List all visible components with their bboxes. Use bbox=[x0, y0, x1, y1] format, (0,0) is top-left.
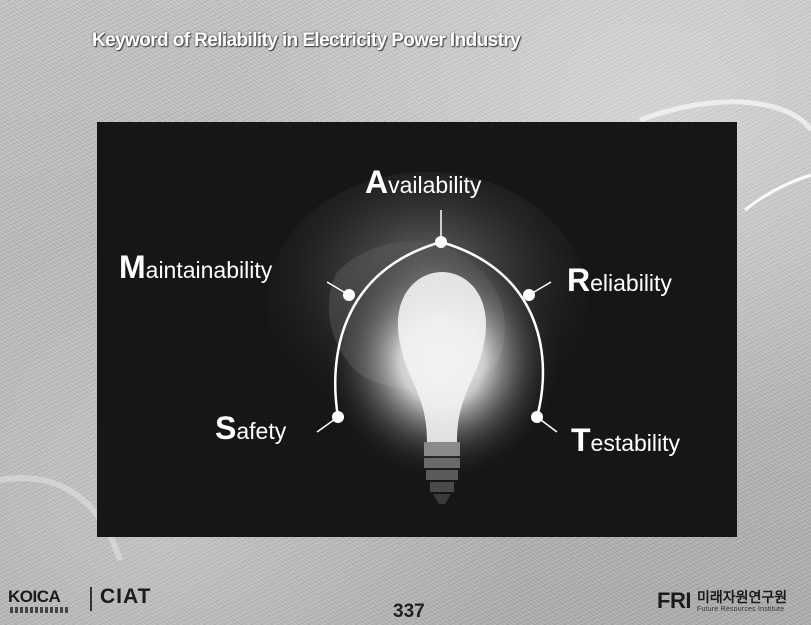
koica-logo: KOICA bbox=[8, 587, 61, 606]
bulb-illustration bbox=[267, 172, 587, 504]
koica-logo-subtitle bbox=[10, 607, 70, 613]
node-maintainability bbox=[343, 289, 355, 301]
keyword-safety: Safety bbox=[215, 410, 287, 446]
bulb-base bbox=[424, 442, 460, 456]
page-number: 337 bbox=[393, 601, 425, 622]
fri-english-name: Future Resources Institute bbox=[697, 606, 785, 613]
keyword-availability: Availability bbox=[365, 164, 482, 200]
keyword-reliability: Reliability bbox=[567, 262, 672, 298]
slide-title: Keyword of Reliability in Electricity Po… bbox=[92, 30, 521, 51]
keyword-panel: Availability Maintainability Reliability… bbox=[97, 122, 737, 537]
node-availability bbox=[435, 236, 447, 248]
footer-left-logos: KOICA CIAT bbox=[8, 583, 168, 619]
node-testability bbox=[531, 411, 543, 423]
ciat-logo: CIAT bbox=[100, 585, 152, 608]
footer-right-logo: FRI 미래자원연구원 Future Resources Institute bbox=[657, 584, 807, 620]
node-reliability bbox=[523, 289, 535, 301]
keyword-testability: Testability bbox=[571, 422, 681, 458]
logo-divider bbox=[90, 587, 92, 611]
keyword-maintainability: Maintainability bbox=[119, 249, 273, 285]
fri-korean-name: 미래자원연구원 bbox=[697, 589, 788, 605]
node-safety bbox=[332, 411, 344, 423]
fri-logo: FRI bbox=[657, 588, 691, 613]
bulb-glass bbox=[397, 272, 487, 442]
